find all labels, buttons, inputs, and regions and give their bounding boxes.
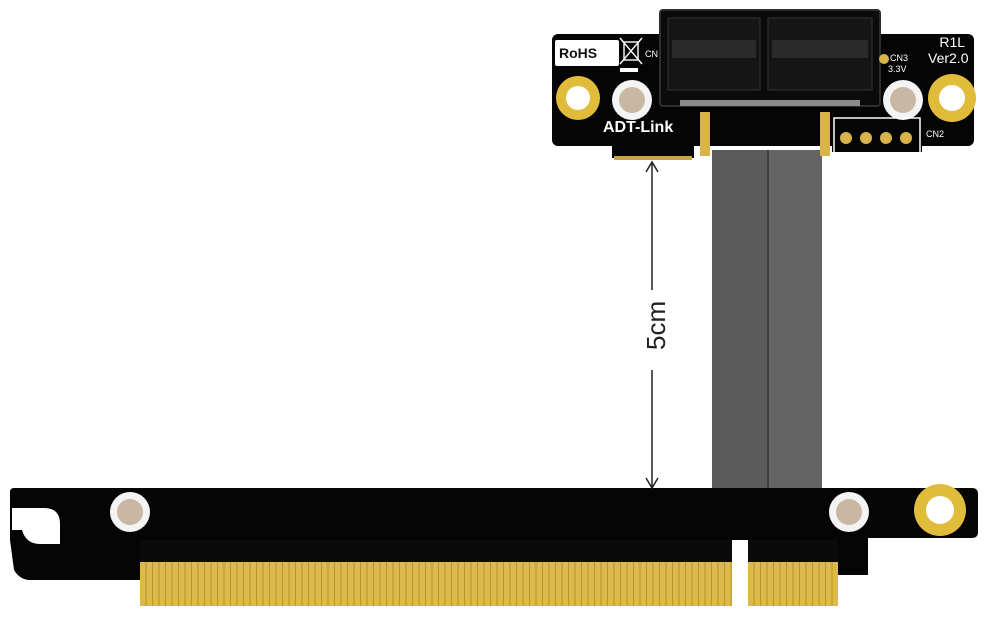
pcie-key-notch <box>732 540 748 610</box>
model-name: R1L <box>939 34 966 50</box>
brand-label: ADT-Link <box>603 119 674 136</box>
model-label: R1L Ver2.0 <box>928 34 968 66</box>
cn-label: CN <box>645 49 658 59</box>
ribbon-cable <box>712 150 822 490</box>
cn2-label: CN2 <box>926 129 945 139</box>
left-gold-strap <box>700 112 710 156</box>
model-version: Ver2.0 <box>928 50 969 66</box>
right-gold-strap <box>820 112 830 156</box>
cn3-label: CN3 <box>890 53 909 63</box>
weee-icon <box>619 37 643 65</box>
cn2-header <box>833 117 921 155</box>
pcie-x1-slot <box>659 9 881 107</box>
lower-pcb <box>10 488 978 580</box>
cn3-pad <box>879 54 889 64</box>
rohs-mark: RoHS <box>555 40 619 66</box>
voltage-label: 3.3V <box>888 64 907 74</box>
dimension-arrow <box>645 160 659 490</box>
cable-length-label: 5cm <box>641 300 671 350</box>
